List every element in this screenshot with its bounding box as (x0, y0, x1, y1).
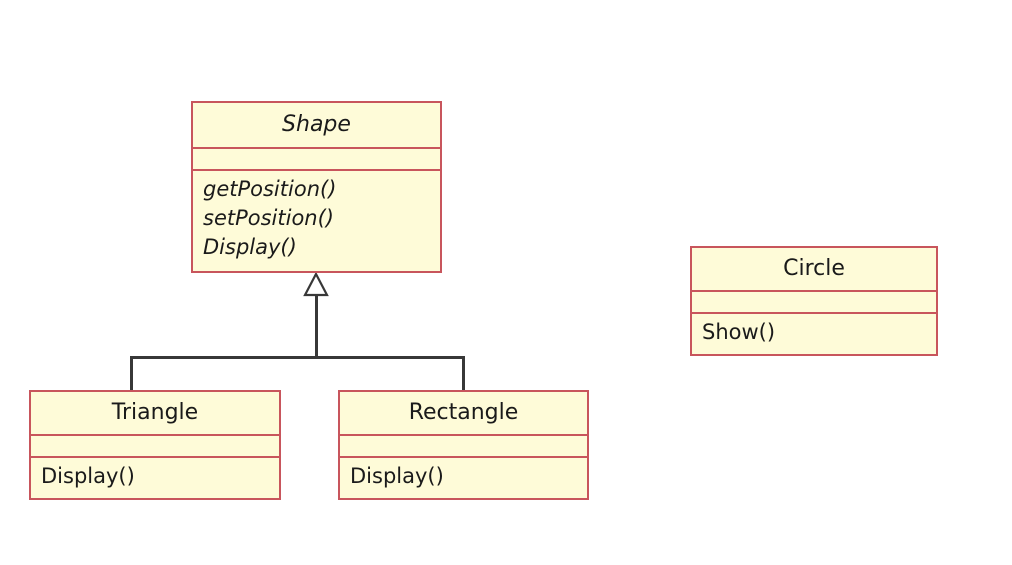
method-display-triangle: Display() (41, 464, 135, 488)
class-attributes-triangle (31, 436, 279, 458)
class-name-triangle: Triangle (31, 392, 279, 436)
method-display-rectangle: Display() (350, 464, 444, 488)
class-methods-triangle: Display() (31, 458, 279, 498)
class-box-circle[interactable]: Circle Show() (690, 246, 938, 356)
method-show-circle: Show() (702, 320, 776, 344)
class-name-rectangle: Rectangle (340, 392, 587, 436)
class-box-shape[interactable]: Shape getPosition() setPosition() Displa… (191, 101, 442, 273)
class-methods-rectangle: Display() (340, 458, 587, 498)
generalization-crossbar (130, 356, 465, 359)
generalization-branch-rectangle (462, 356, 465, 392)
class-attributes-rectangle (340, 436, 587, 458)
method-set-position: setPosition() (203, 206, 334, 230)
method-display-shape: Display() (203, 235, 297, 259)
class-box-rectangle[interactable]: Rectangle Display() (338, 390, 589, 500)
class-attributes-circle (692, 292, 936, 314)
generalization-stem (314, 294, 318, 359)
class-box-triangle[interactable]: Triangle Display() (29, 390, 281, 500)
class-attributes-shape (193, 149, 440, 171)
class-name-circle: Circle (692, 248, 936, 292)
class-methods-shape: getPosition() setPosition() Display() (193, 171, 440, 271)
generalization-branch-triangle (130, 356, 133, 392)
method-get-position: getPosition() (203, 177, 337, 201)
class-methods-circle: Show() (692, 314, 936, 354)
class-name-shape: Shape (193, 103, 440, 149)
